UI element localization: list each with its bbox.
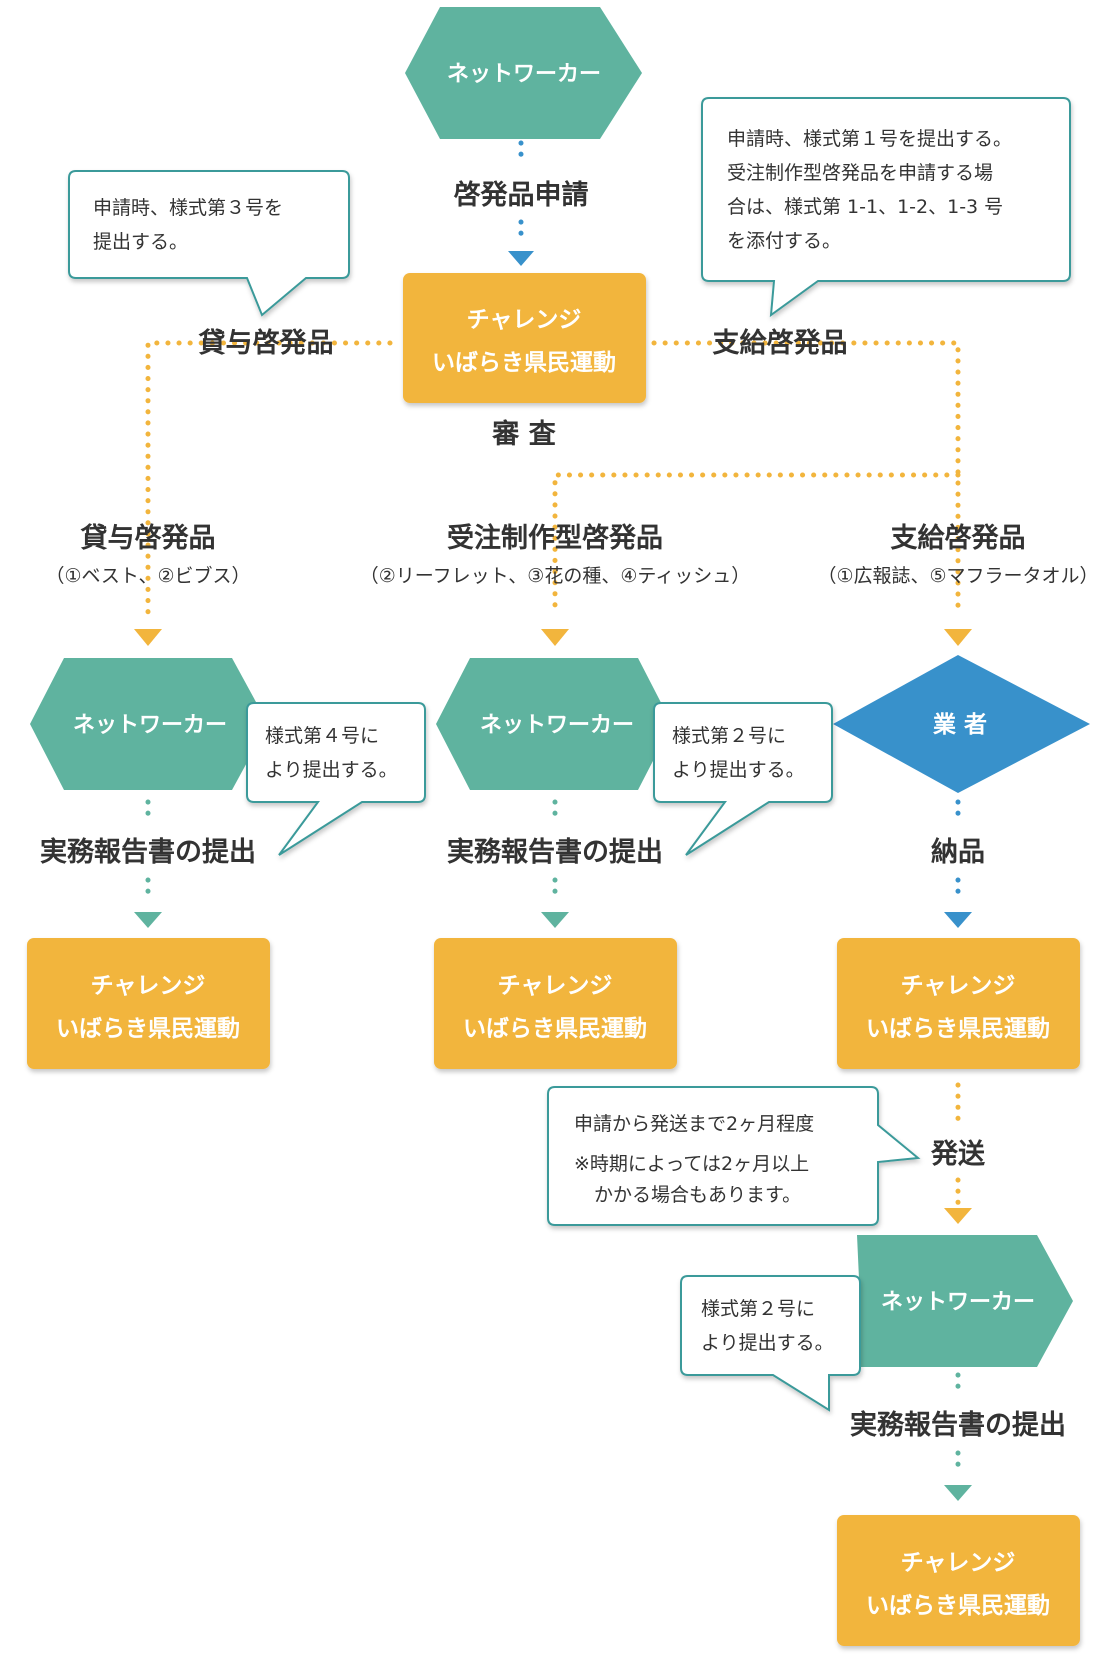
- org-mid-line1: チャレンジ: [498, 973, 613, 999]
- label-lend-items: （①ベスト、②ビブス）: [45, 564, 250, 587]
- note-form2a-bubble: [653, 702, 833, 856]
- arrowhead-left-report: [134, 912, 162, 928]
- arrowhead-lend: [134, 629, 162, 646]
- org-right-line2: いばらき県民運動: [866, 1016, 1050, 1042]
- note-form4-line2: より提出する。: [265, 759, 398, 781]
- org-bottom-box: [837, 1515, 1080, 1646]
- vendor-label: 業 者: [932, 711, 987, 738]
- label-review: 審 査: [491, 419, 555, 450]
- arrowhead-deliver: [944, 912, 972, 928]
- note-form2a-line2: より提出する。: [672, 759, 805, 781]
- arrowhead-apply: [508, 251, 534, 266]
- org-mid-box: [434, 938, 677, 1069]
- note-ship-line1: 申請から発送まで2ヶ月程度: [574, 1113, 814, 1135]
- label-supply-title: 支給啓発品: [891, 522, 1026, 554]
- org-top-line2: いばらき県民運動: [432, 350, 616, 376]
- connector-lend-branch: [145, 340, 393, 615]
- org-mid-line2: いばらき県民運動: [463, 1016, 647, 1042]
- org-bottom-line1: チャレンジ: [901, 1550, 1016, 1576]
- connector-supply-branch: [651, 340, 961, 615]
- note-ship-line2: ※時期によっては2ヶ月以上: [574, 1153, 809, 1175]
- note-form2b-bubble: [680, 1275, 861, 1412]
- org-right-line1: チャレンジ: [901, 973, 1016, 999]
- label-lend-title: 貸与啓発品: [81, 522, 216, 554]
- vendor-diamond: [833, 655, 1090, 793]
- note-ship-bubble: [547, 1086, 921, 1226]
- note-form1-line3: 合は、様式第 1-1、1-2、1-3 号: [727, 196, 1003, 218]
- label-supply-items: （①広報誌、⑤マフラータオル）: [817, 565, 1098, 587]
- note-form1-line4: を添付する。: [727, 230, 841, 252]
- org-left-line2: いばらき県民運動: [56, 1016, 240, 1042]
- note-form4-line1: 様式第４号に: [265, 725, 379, 747]
- note-ship-line3: かかる場合もあります。: [594, 1184, 801, 1206]
- bottom-networker-label: ネットワーカー: [881, 1290, 1035, 1315]
- note-form2b-line1: 様式第２号に: [701, 1298, 815, 1320]
- arrowhead-order: [541, 629, 569, 646]
- note-form2a-line1: 様式第２号に: [672, 725, 786, 747]
- arrowheads: [134, 251, 972, 1501]
- top-networker-label: ネットワーカー: [447, 62, 601, 87]
- org-top-line1: チャレンジ: [467, 307, 582, 333]
- note-form1-line1: 申請時、様式第１号を提出する。: [727, 128, 1012, 150]
- label-deliver: 納品: [931, 836, 985, 868]
- connectors: [145, 140, 961, 1476]
- note-form3-line1: 申請時、様式第３号を: [93, 197, 283, 219]
- note-form1-bubble: [701, 97, 1071, 318]
- arrowhead-ship: [944, 1208, 972, 1224]
- arrowhead-mid-report: [541, 912, 569, 928]
- mid-networker-hexagon: [436, 658, 672, 790]
- note-form3-line2: 提出する。: [93, 231, 188, 253]
- label-ship: 発送: [930, 1139, 985, 1170]
- arrowhead-supply: [944, 629, 972, 646]
- org-top-box: [403, 273, 646, 403]
- label-supply-branch: 支給啓発品: [713, 327, 848, 359]
- mid-networker-label: ネットワーカー: [480, 713, 634, 738]
- top-networker-hexagon: [405, 7, 642, 139]
- arrowhead-bottom-report: [944, 1485, 972, 1501]
- org-bottom-line2: いばらき県民運動: [866, 1593, 1050, 1619]
- connector-order-branch: [552, 472, 961, 615]
- note-form4-bubble: [246, 702, 426, 856]
- note-form2b-line2: より提出する。: [701, 1332, 834, 1354]
- left-networker-label: ネットワーカー: [73, 713, 227, 738]
- left-networker-hexagon: [30, 658, 268, 790]
- label-order-title: 受注制作型啓発品: [447, 522, 663, 554]
- label-report-mid: 実務報告書の提出: [447, 836, 663, 868]
- note-form1-line2: 受注制作型啓発品を申請する場: [727, 162, 993, 184]
- label-order-items: （②リーフレット、③花の種、④ティッシュ）: [360, 565, 750, 587]
- org-left-box: [27, 938, 270, 1069]
- bottom-networker-hexagon: [857, 1235, 1073, 1367]
- note-form3-bubble: [68, 170, 350, 317]
- label-report-bottom: 実務報告書の提出: [850, 1409, 1066, 1441]
- label-report-left: 実務報告書の提出: [40, 836, 256, 868]
- label-apply: 啓発品申請: [454, 179, 589, 211]
- label-lend-branch: 貸与啓発品: [199, 327, 334, 359]
- org-left-line1: チャレンジ: [91, 973, 206, 999]
- org-right-box: [837, 938, 1080, 1069]
